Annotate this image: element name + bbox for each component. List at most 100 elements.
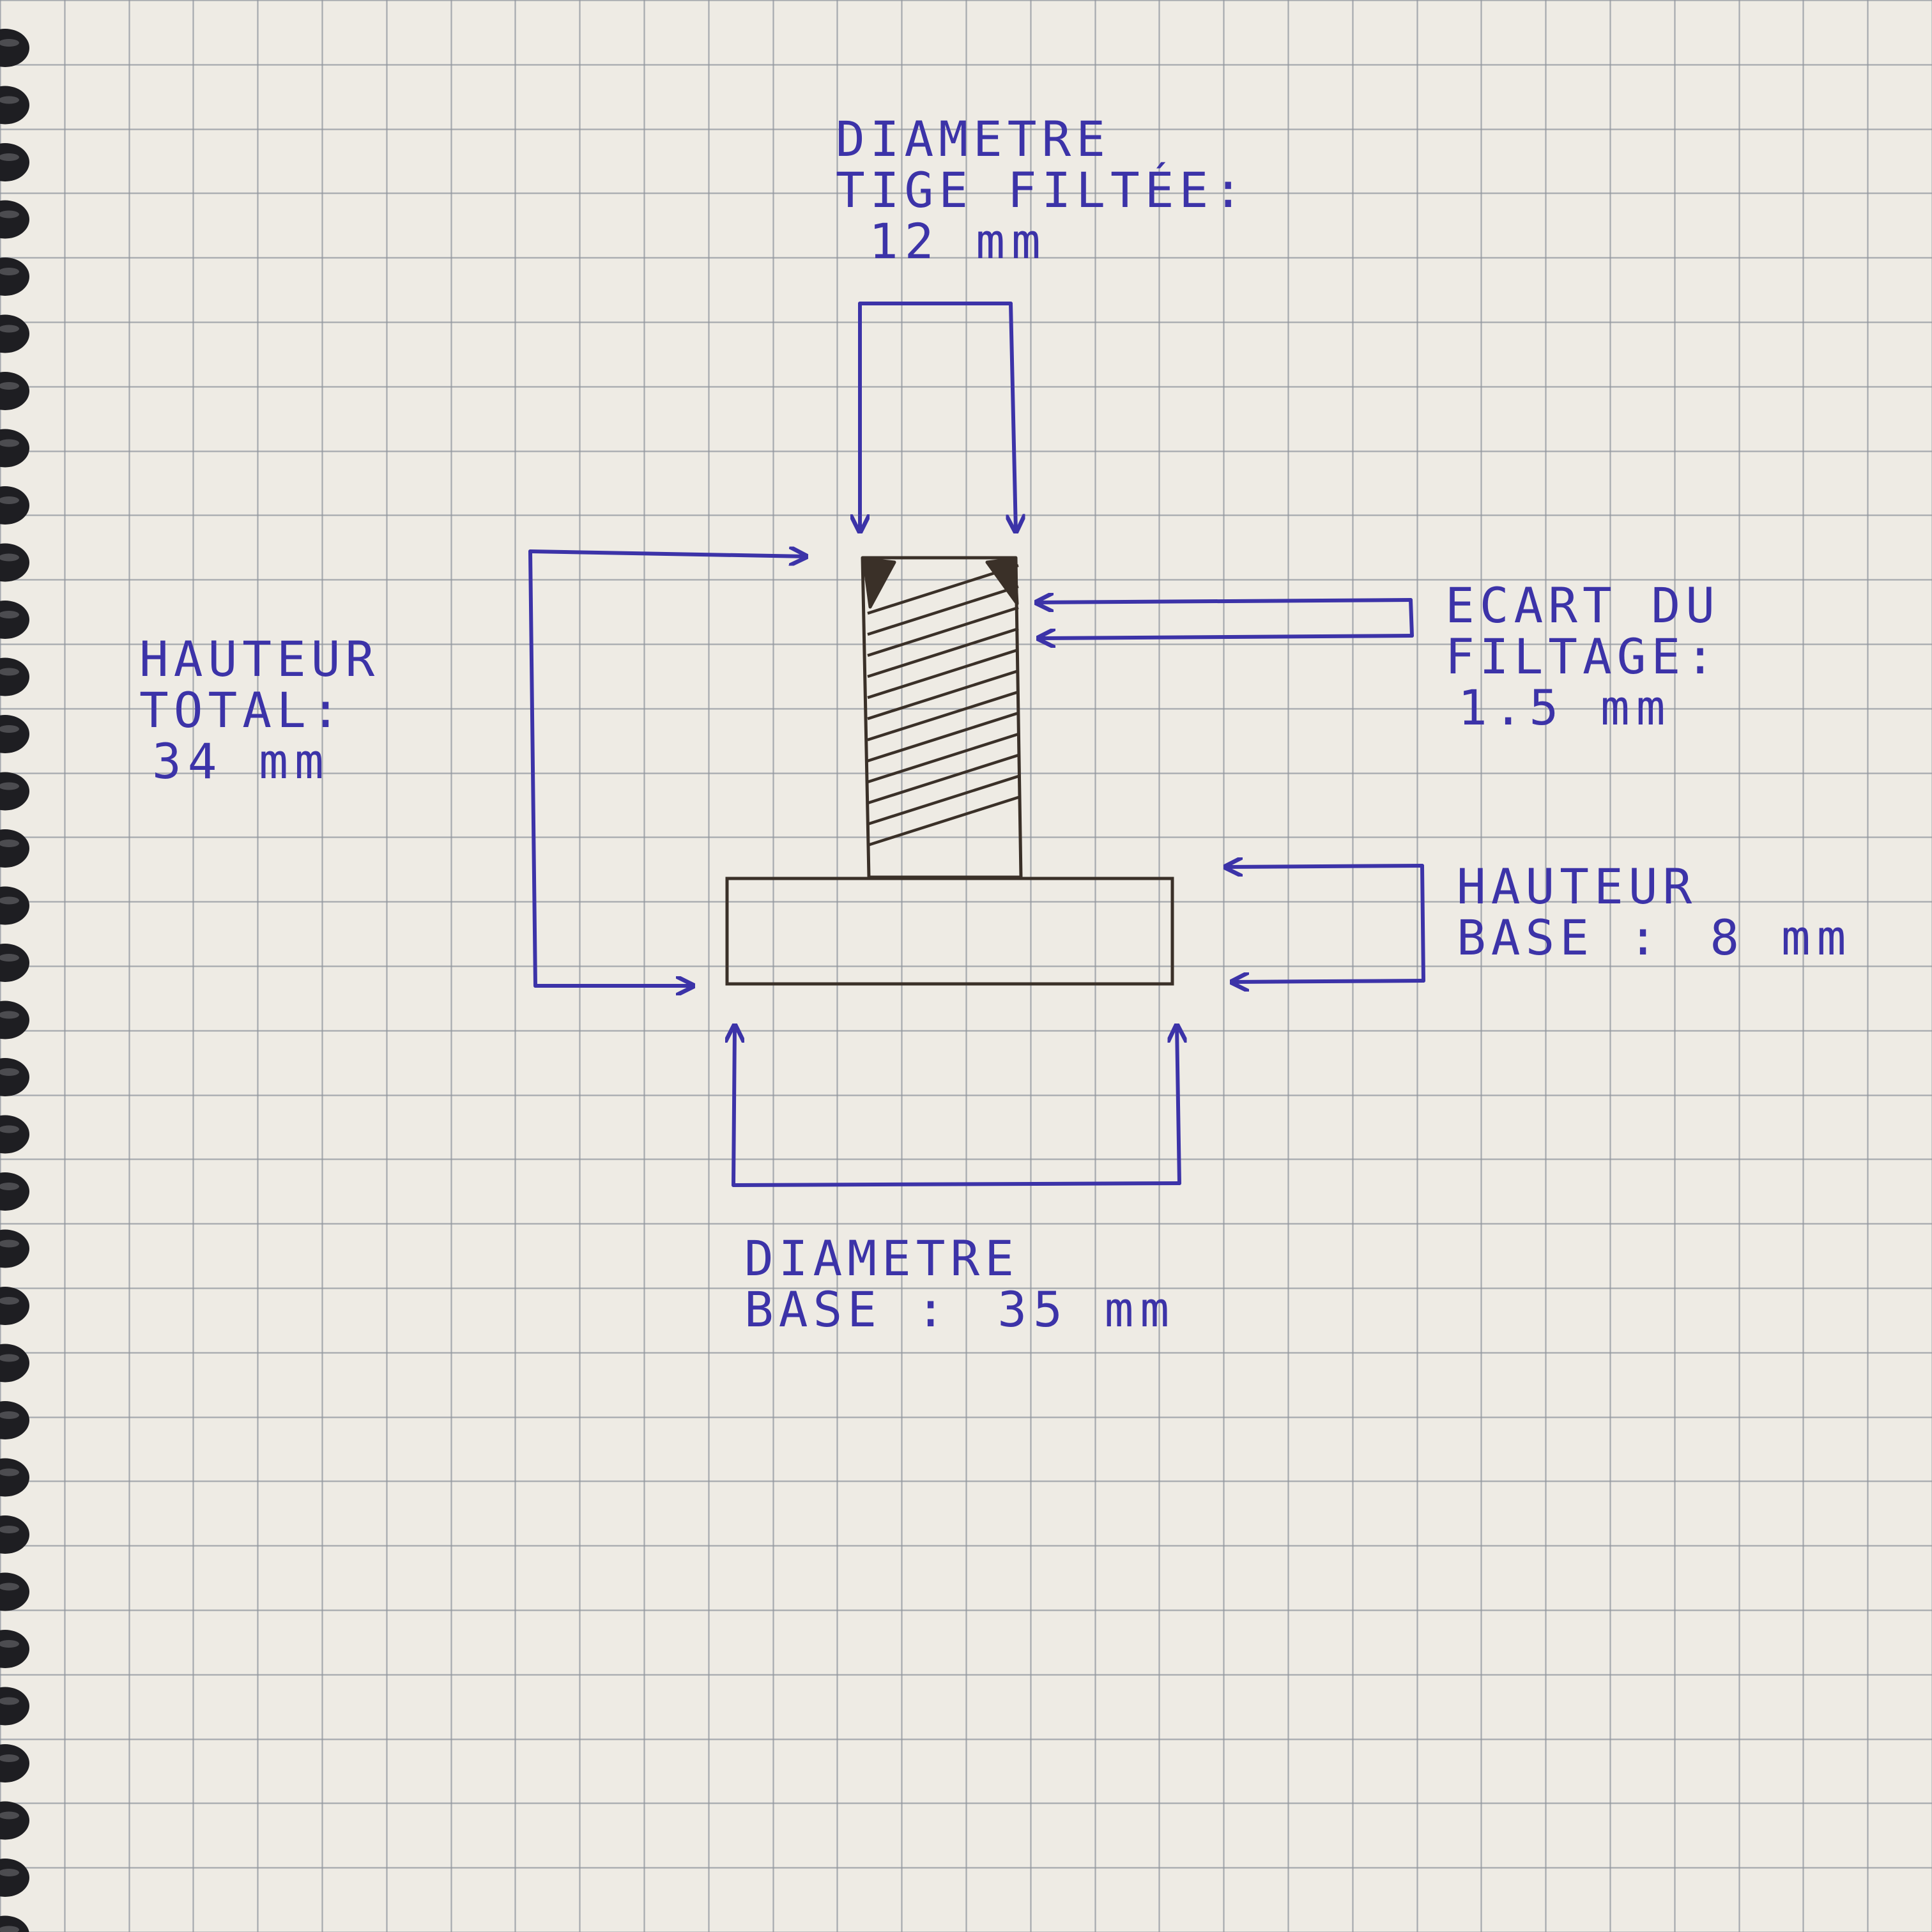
spiral-hole	[0, 543, 29, 582]
spiral-hole	[0, 1058, 29, 1096]
base-height-label-line2: BASE : 8 mm	[1457, 912, 1852, 963]
base-height-value: 8 mm	[1710, 908, 1853, 966]
base-height-arrow-bottom	[1232, 981, 1425, 982]
spiral-highlight	[0, 1697, 19, 1705]
base-diameter-bracket	[732, 1181, 1181, 1187]
rod-diameter-value: 12 mm	[869, 212, 1047, 270]
spiral-hole	[0, 29, 29, 67]
spiral-hole	[0, 1630, 29, 1668]
thread-line	[867, 795, 1019, 847]
spiral-highlight	[0, 1068, 19, 1076]
thread-line	[867, 669, 1019, 721]
total-height-label-line1: HAUTEUR	[139, 631, 380, 687]
spiral-hole	[0, 429, 29, 468]
base-diameter-value: 35 mm	[997, 1280, 1176, 1338]
thread-pitch-bracket	[1409, 598, 1414, 638]
base-height-bracket	[1420, 864, 1425, 983]
base-diameter-arrow-left	[733, 1025, 735, 1187]
spiral-hole	[0, 1401, 29, 1439]
spiral-highlight	[0, 839, 19, 847]
total-height-label-line2: TOTAL:	[139, 681, 346, 739]
spiral-hole	[0, 1458, 29, 1497]
spiral-highlight	[0, 1869, 19, 1876]
rod-diameter-label: DIAMETRE TIGE FILTÉE: 12 mm	[836, 114, 1248, 266]
spiral-hole	[0, 715, 29, 753]
spiral-highlight	[0, 553, 19, 562]
spiral-hole	[0, 314, 29, 353]
rod-diameter-dimension	[860, 302, 1016, 532]
spiral-hole	[0, 829, 29, 868]
spiral-highlight	[0, 1926, 19, 1932]
spiral-highlight	[0, 382, 19, 390]
spiral-binding	[0, 29, 29, 1932]
spiral-hole	[0, 200, 29, 239]
spiral-highlight	[0, 1468, 19, 1476]
base-outline	[725, 877, 1174, 986]
total-height-bracket	[528, 549, 537, 988]
spiral-hole	[0, 657, 29, 696]
spiral-hole	[0, 772, 29, 811]
base-height-label: HAUTEUR BASE : 8 mm	[1457, 861, 1852, 963]
spiral-highlight	[0, 39, 19, 47]
base-height-dimension	[1225, 864, 1425, 983]
spiral-hole	[0, 1115, 29, 1154]
spiral-highlight	[0, 896, 19, 905]
spiral-highlight	[0, 1754, 19, 1762]
spiral-hole	[0, 886, 29, 925]
thread-line	[867, 585, 1019, 636]
spiral-hole	[0, 372, 29, 410]
spiral-highlight	[0, 1239, 19, 1248]
spiral-highlight	[0, 1183, 19, 1190]
spiral-highlight	[0, 725, 19, 733]
base-diameter-dimension	[732, 1025, 1181, 1187]
total-height-arrow-top	[528, 551, 806, 556]
base-height-label-line1: HAUTEUR	[1457, 858, 1698, 915]
base-diameter-label: DIAMETRE BASE : 35 mm	[744, 1233, 1176, 1335]
spiral-highlight	[0, 1297, 19, 1305]
spiral-highlight	[0, 210, 19, 218]
rod-diameter-label-line2: TIGE FILTÉE:	[836, 161, 1248, 218]
total-height-label: HAUTEUR TOTAL: 34 mm	[139, 634, 379, 786]
spiral-hole	[0, 1687, 29, 1726]
spiral-hole	[0, 86, 29, 125]
thread-line	[867, 690, 1019, 742]
spiral-highlight	[0, 96, 19, 104]
rod-chamfer-right	[985, 557, 1019, 606]
thread-line	[867, 753, 1019, 805]
spiral-hole	[0, 1515, 29, 1554]
spiral-highlight	[0, 268, 19, 275]
thread-line	[867, 627, 1019, 678]
thread-line	[867, 711, 1019, 763]
thread-pitch-dimension	[1036, 598, 1414, 638]
spiral-highlight	[0, 611, 19, 618]
spiral-highlight	[0, 668, 19, 676]
base-height-label-text: BASE :	[1457, 908, 1663, 966]
base-diameter-arrow-right	[1177, 1025, 1179, 1185]
total-height-dimension	[528, 549, 806, 988]
spiral-highlight	[0, 1811, 19, 1820]
spiral-hole	[0, 601, 29, 639]
spiral-highlight	[0, 439, 19, 447]
spiral-highlight	[0, 1640, 19, 1648]
base-height-arrow-top	[1225, 866, 1424, 867]
thread-pitch-arrow-top	[1036, 600, 1413, 602]
base-diameter-label-line1: DIAMETRE	[744, 1230, 1020, 1287]
spiral-hole	[0, 257, 29, 296]
thread-pitch-label-line2: FILTAGE:	[1445, 627, 1721, 685]
spiral-hole	[0, 944, 29, 982]
spiral-hole	[0, 1572, 29, 1611]
spiral-highlight	[0, 782, 19, 790]
thread-pitch-label-line1: ECART DU	[1445, 577, 1721, 634]
rod-diameter-label-line1: DIAMETRE	[836, 111, 1111, 167]
spiral-highlight	[0, 1354, 19, 1362]
thread-pitch-arrow-bottom	[1038, 636, 1414, 638]
spiral-highlight	[0, 1526, 19, 1533]
spiral-highlight	[0, 1125, 19, 1133]
spiral-highlight	[0, 153, 19, 161]
thread-pitch-label: ECART DU FILTAGE: 1.5 mm	[1445, 580, 1720, 733]
spiral-highlight	[0, 325, 19, 333]
rod-diameter-arrow-right	[1011, 302, 1016, 532]
